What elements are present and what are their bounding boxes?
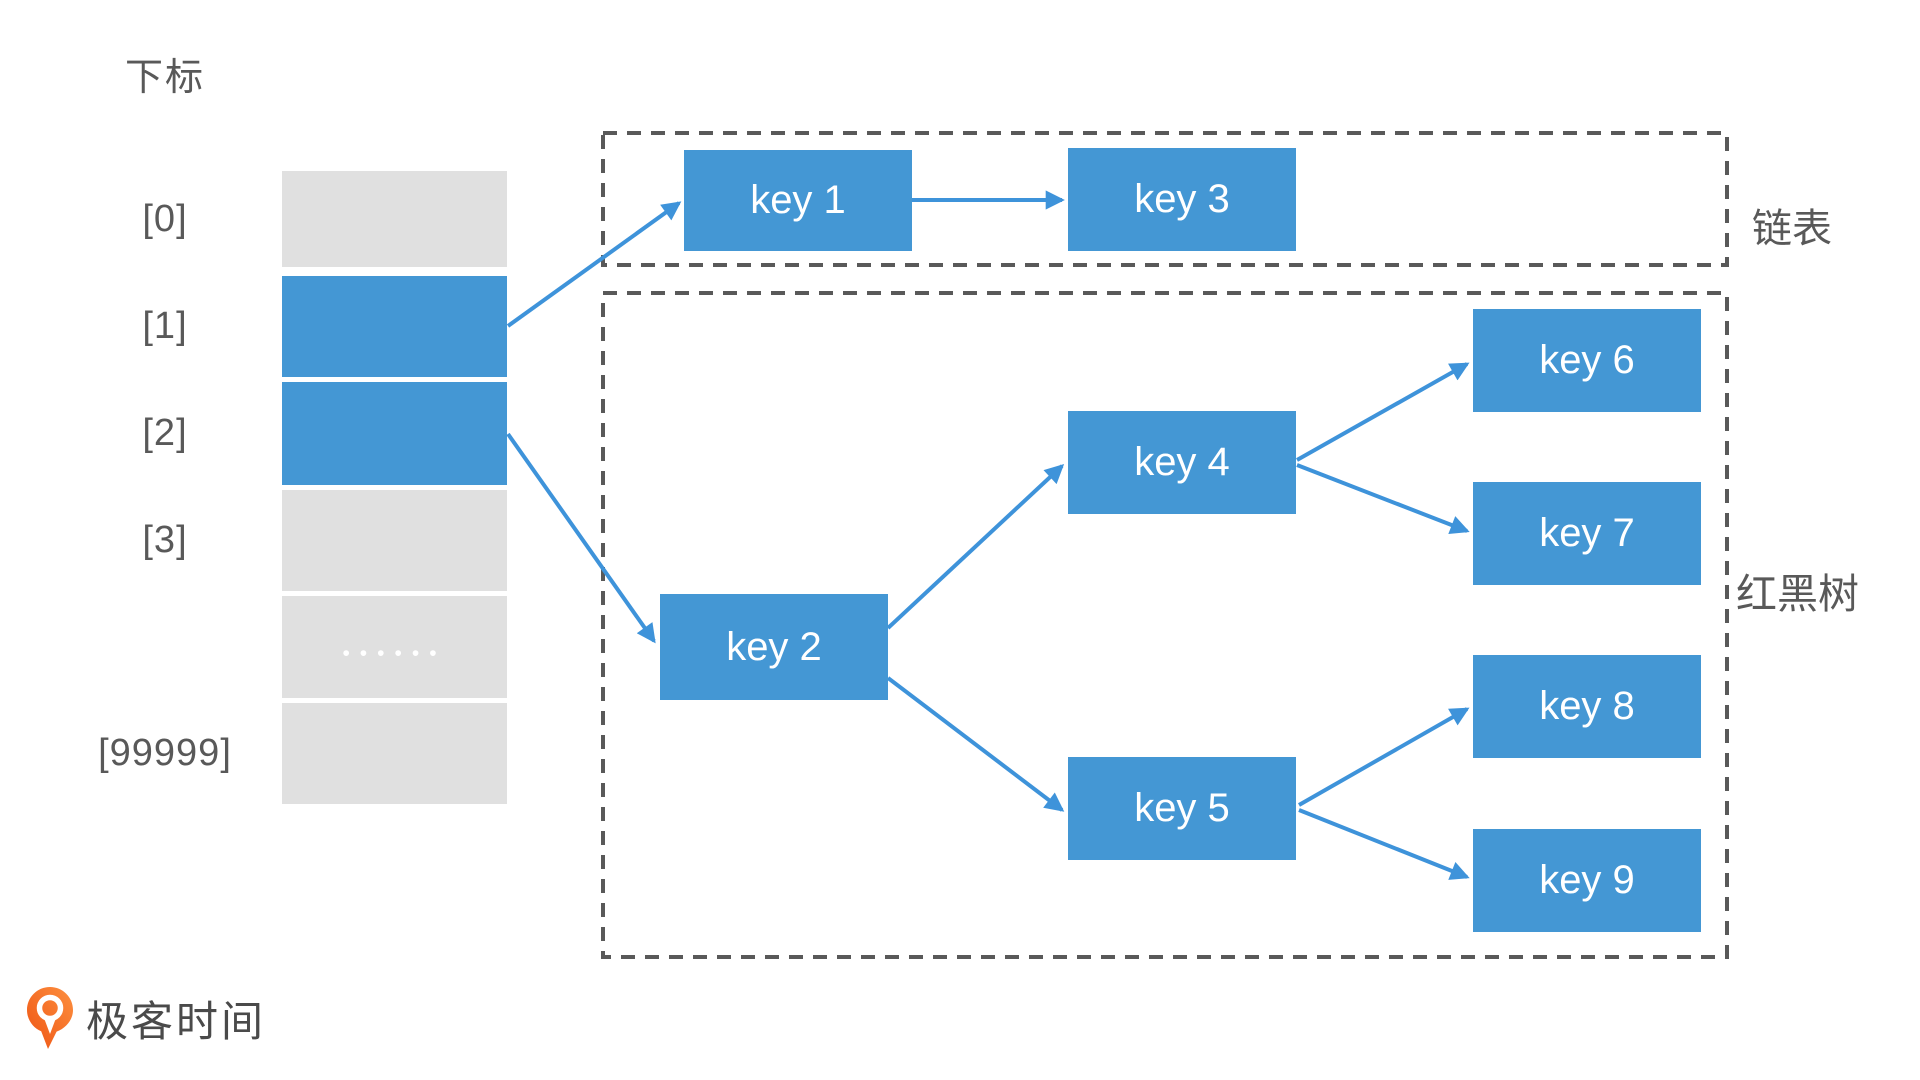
geektime-logo: 极客时间 bbox=[26, 986, 266, 1050]
node-key5: key 5 bbox=[1068, 757, 1296, 860]
array-title: 下标 bbox=[124, 56, 205, 99]
index-label-2: [2] bbox=[142, 412, 188, 454]
linked-list-label: 链表 bbox=[1752, 207, 1832, 251]
edge-key2-key4 bbox=[886, 464, 1065, 630]
edge-key5-key9 bbox=[1298, 808, 1470, 880]
edge-key4-key6 bbox=[1296, 362, 1470, 462]
array-cell-ellipsis: •••••• bbox=[282, 596, 507, 698]
node-key9: key 9 bbox=[1473, 829, 1701, 932]
array-cell-1 bbox=[282, 276, 507, 377]
array-cell-2 bbox=[282, 382, 507, 485]
node-key2: key 2 bbox=[660, 594, 888, 700]
ellipsis-dots: •••••• bbox=[342, 642, 447, 665]
geektime-logo-text: 极客时间 bbox=[86, 997, 267, 1045]
index-label-0: [0] bbox=[142, 197, 188, 240]
index-label-3: [3] bbox=[142, 519, 188, 561]
node-key6: key 6 bbox=[1473, 309, 1701, 412]
linked-list-box bbox=[601, 131, 1729, 267]
edge-array2-key2 bbox=[506, 432, 656, 644]
edge-key4-key7 bbox=[1296, 463, 1470, 535]
index-label-1: [1] bbox=[142, 305, 188, 347]
node-key4: key 4 bbox=[1068, 411, 1296, 514]
edge-key5-key8 bbox=[1298, 707, 1470, 807]
node-key3: key 3 bbox=[1068, 148, 1296, 251]
rb-tree-label: 红黑树 bbox=[1736, 571, 1859, 617]
node-key1: key 1 bbox=[684, 150, 912, 251]
edge-array1-key1 bbox=[506, 201, 682, 328]
edge-key2-key5 bbox=[886, 676, 1065, 812]
node-key8: key 8 bbox=[1473, 655, 1701, 758]
index-label-99999: [99999] bbox=[98, 732, 232, 774]
geektime-logo-icon bbox=[27, 987, 73, 1049]
array-cell-3 bbox=[282, 490, 507, 591]
array-cell-0 bbox=[282, 171, 507, 267]
array-cell-99999 bbox=[282, 703, 507, 804]
rb-tree-box bbox=[601, 291, 1729, 959]
node-key7: key 7 bbox=[1473, 482, 1701, 585]
